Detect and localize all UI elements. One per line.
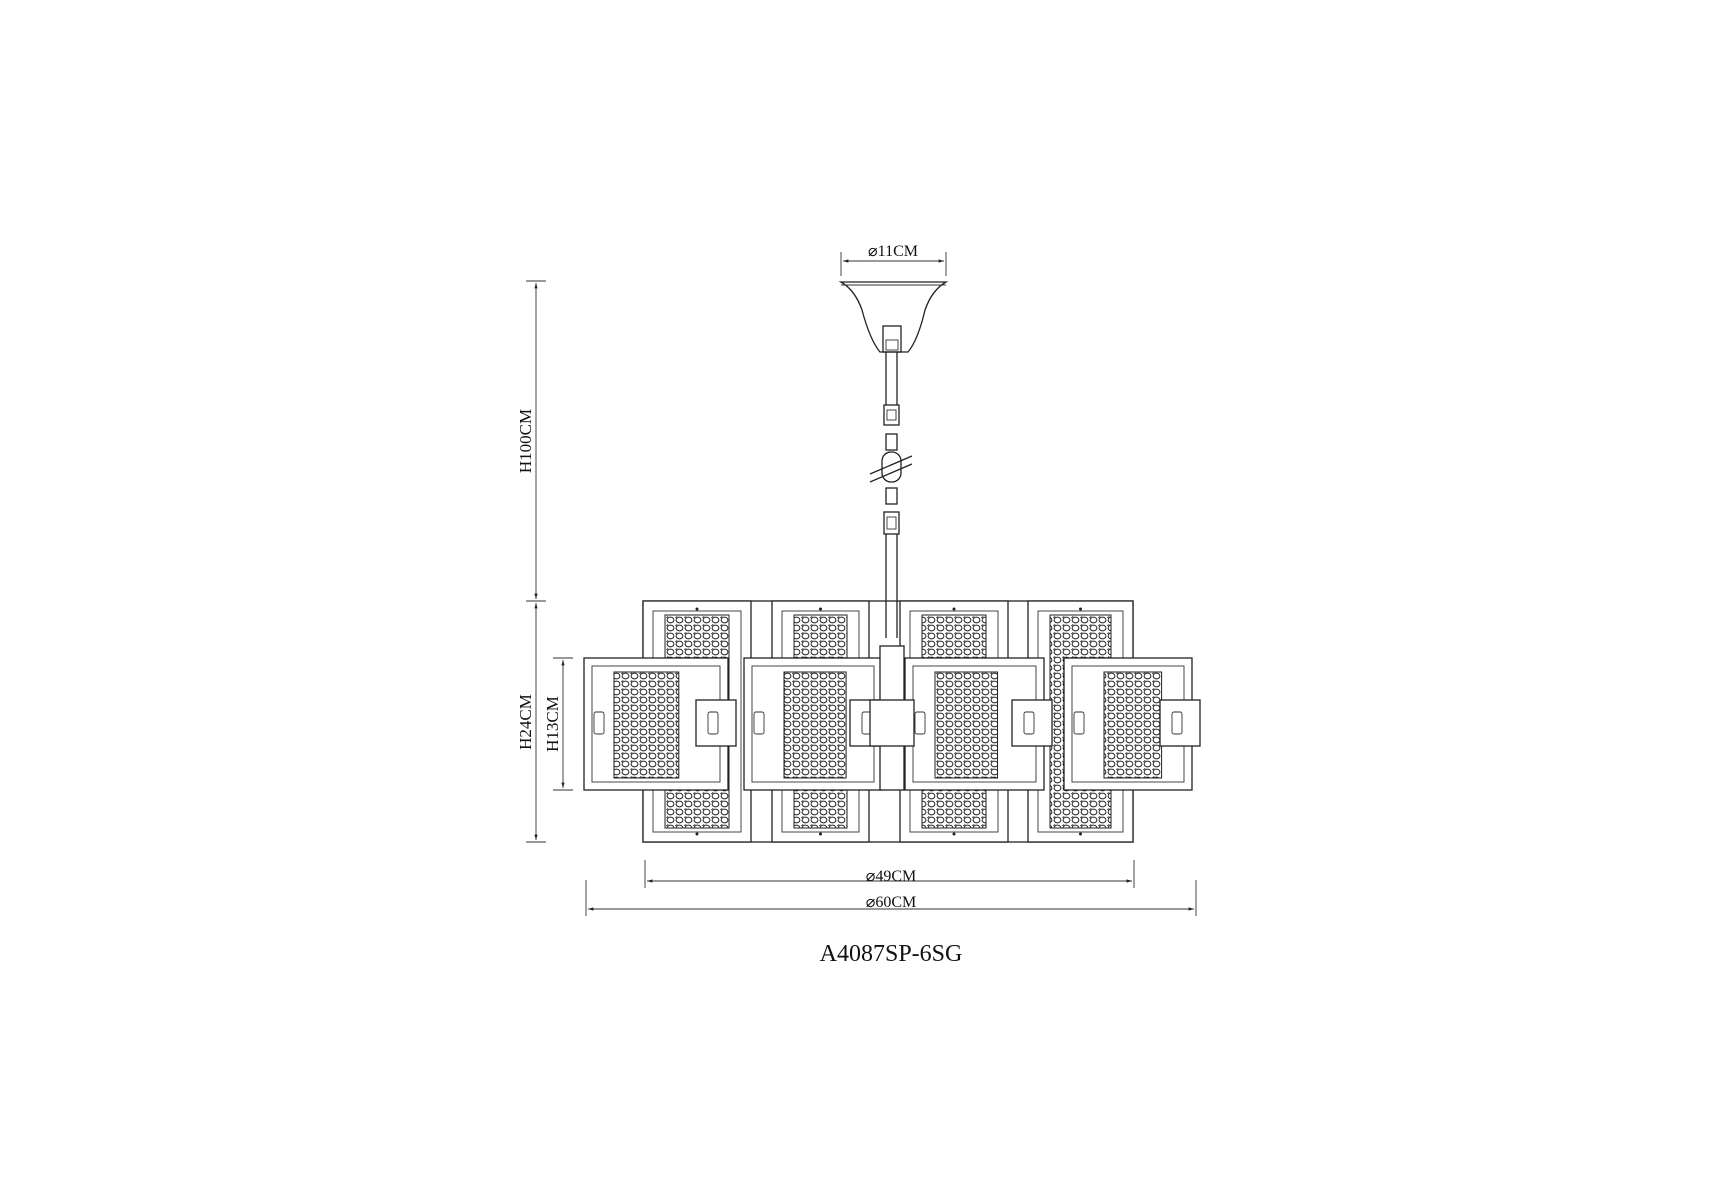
frame-slot bbox=[1023, 711, 1035, 735]
panel-pin bbox=[952, 607, 956, 611]
suspension-rod bbox=[869, 352, 913, 638]
panel-pin bbox=[1079, 607, 1082, 611]
crystal-panel bbox=[783, 671, 847, 779]
frame-connector bbox=[1159, 699, 1201, 747]
height-dimensions: H100CM H24CM H13CM bbox=[516, 280, 573, 843]
frame-slot bbox=[593, 711, 605, 735]
width-dimensions: ⌀49CM ⌀60CM bbox=[585, 860, 1197, 916]
frame-connector bbox=[1011, 699, 1053, 747]
frame-slot bbox=[1073, 711, 1085, 735]
center-connector bbox=[869, 699, 915, 747]
total-height-label: H100CM bbox=[516, 409, 535, 473]
panel-pin bbox=[819, 607, 822, 611]
crystal-panel bbox=[613, 671, 680, 779]
panel-pin bbox=[819, 832, 822, 836]
panel-pin bbox=[1079, 832, 1082, 836]
body-height-label: H24CM bbox=[516, 694, 535, 750]
canopy-diameter-dimension: ⌀11CM bbox=[840, 243, 947, 276]
chandelier-body bbox=[583, 600, 1201, 843]
outer-diameter-label: ⌀60CM bbox=[866, 894, 917, 911]
canopy bbox=[838, 281, 949, 353]
inner-diameter-label: ⌀49CM bbox=[866, 868, 917, 885]
frame-slot bbox=[707, 711, 719, 735]
frame-slot bbox=[1171, 711, 1183, 735]
panel-pin bbox=[952, 832, 956, 836]
panel-pin bbox=[695, 607, 699, 611]
panel-pin bbox=[695, 832, 699, 836]
front-frame-height-label: H13CM bbox=[543, 696, 562, 752]
model-number: A4087SP-6SG bbox=[820, 941, 963, 967]
frame-connector bbox=[695, 699, 737, 747]
crystal-panel bbox=[934, 671, 999, 779]
frame-slot bbox=[914, 711, 926, 735]
crystal-panel bbox=[1103, 671, 1163, 779]
canopy-diameter-label: ⌀11CM bbox=[868, 243, 918, 260]
frame-slot bbox=[753, 711, 765, 735]
